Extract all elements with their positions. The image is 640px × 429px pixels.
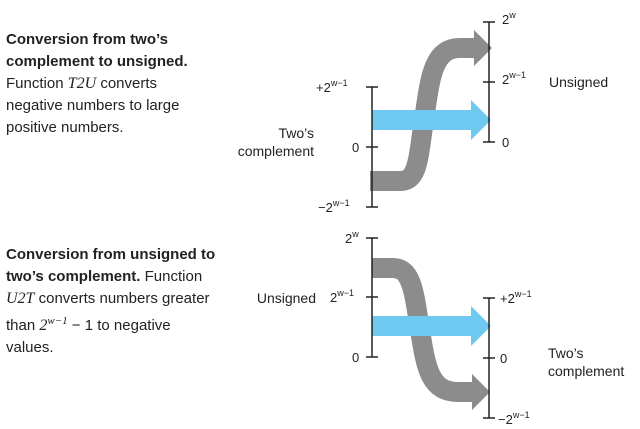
top-left-label-min: −2w−1 xyxy=(318,198,350,215)
bottom-blue-arrowhead xyxy=(471,306,491,346)
top-right-axis-title: Unsigned xyxy=(549,74,608,90)
bottom-right-axis-title-1: Two’s xyxy=(548,345,584,361)
top-left-label-max: +2w−1 xyxy=(316,78,348,95)
top-caption-prefix: Function xyxy=(6,75,68,92)
bottom-caption-function: U2T xyxy=(6,290,35,307)
top-right-label-max: 2w xyxy=(502,10,516,27)
bottom-caption-heading: Conversion from unsigned to two’s comple… xyxy=(6,246,216,285)
bottom-right-label-zero: 0 xyxy=(500,351,507,366)
top-right-label-zero: 0 xyxy=(502,135,509,150)
bottom-caption-expr-exp: w−1 xyxy=(47,315,68,327)
bottom-caption-expr-tail: − 1 to negative values. xyxy=(6,317,171,356)
bottom-left-label-max: 2w xyxy=(345,229,359,246)
bottom-diagram: 2w 2w−1 0 Unsigned +2w−1 0 −2w−1 Two’s c… xyxy=(257,229,625,427)
top-caption: Conversion from two’s complement to unsi… xyxy=(6,29,216,139)
top-left-label-zero: 0 xyxy=(352,140,359,155)
top-right-label-mid: 2w−1 xyxy=(502,70,526,87)
bottom-caption-prefix: Function xyxy=(140,268,203,285)
bottom-caption-expr-base: 2 xyxy=(39,317,48,334)
top-blue-arrowhead xyxy=(471,100,491,140)
bottom-caption: Conversion from unsigned to two’s comple… xyxy=(6,244,216,359)
bottom-right-label-min: −2w−1 xyxy=(498,410,530,427)
bottom-gray-arrowhead xyxy=(472,374,490,410)
bottom-blue-arrow-shaft xyxy=(372,316,473,336)
bottom-caption-mid: converts numbers greater than xyxy=(6,290,210,334)
top-caption-heading: Conversion from two’s complement to unsi… xyxy=(6,31,188,70)
bottom-left-label-zero: 0 xyxy=(352,350,359,365)
top-caption-function: T2U xyxy=(67,75,97,92)
top-caption-body: converts negative numbers to large posit… xyxy=(6,75,180,136)
top-left-axis-title-1: Two’s xyxy=(278,125,314,141)
bottom-left-axis-title: Unsigned xyxy=(257,290,316,306)
bottom-left-label-mid: 2w−1 xyxy=(330,288,354,305)
top-gray-arrowhead xyxy=(474,30,492,66)
bottom-right-label-max: +2w−1 xyxy=(500,289,532,306)
top-blue-arrow-shaft xyxy=(372,110,473,130)
top-diagram: +2w−1 0 −2w−1 Two’s complement 2w 2w−1 0… xyxy=(238,10,608,215)
top-left-axis-title-2: complement xyxy=(238,143,314,159)
bottom-right-axis-title-2: complement xyxy=(548,363,624,379)
